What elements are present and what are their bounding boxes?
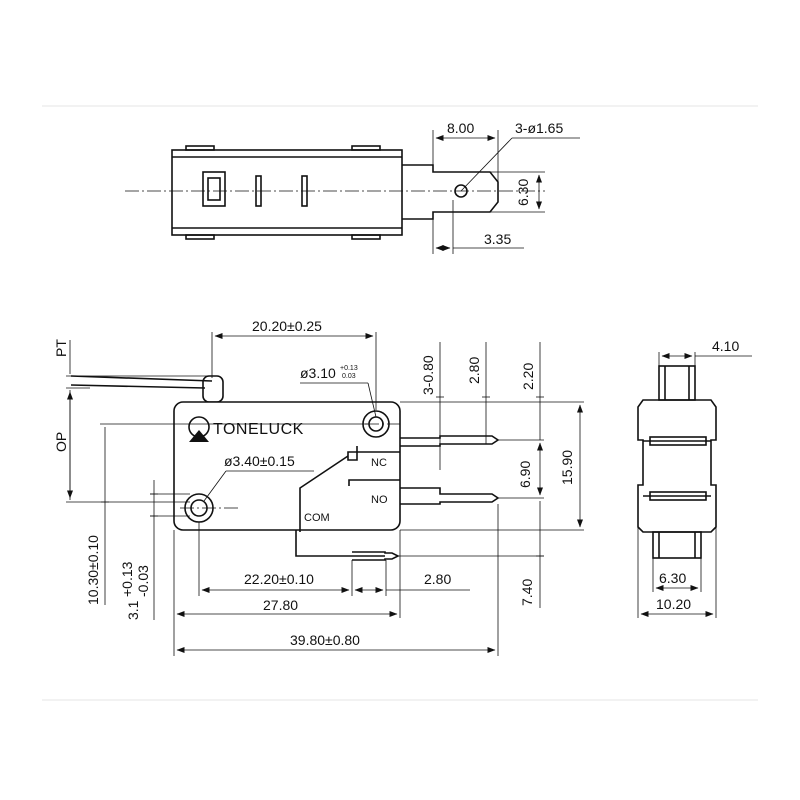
nc-terminal (400, 435, 500, 447)
top-view-slot (255, 175, 262, 207)
dim-top-height: 6.30 (515, 179, 531, 206)
dim-body-length: 27.80 (263, 597, 298, 613)
com-terminal-wire (295, 530, 385, 557)
brand-label: TONELUCK (213, 421, 304, 438)
dim-side-body-width: 10.20 (656, 596, 691, 612)
top-view-body (171, 149, 403, 236)
dim-hole-spacing: 22.20±0.10 (244, 571, 314, 587)
actuator-lever (70, 375, 213, 382)
plunger (202, 375, 224, 403)
com-spring (299, 455, 349, 532)
top-view-window (202, 171, 226, 207)
com-label: COM (304, 512, 330, 524)
dim-top-gap: 2.20 (520, 363, 536, 390)
dim-side-com-width: 6.30 (659, 570, 686, 586)
actuator-lever (70, 384, 206, 389)
dim-nc-offset: 3-0.80 (420, 355, 436, 395)
dim-top-holes: 3-ø1.65 (515, 120, 563, 136)
dim-plunger-width: 4.10 (712, 338, 739, 354)
front-view: TONELUCK NC NO COM 20.20±0.25 ø3.10 +0.1… (53, 318, 584, 656)
dim-terminal-pitch: 6.90 (517, 461, 533, 488)
dim-lower-hole: ø3.40±0.15 (224, 453, 295, 469)
switch-body (173, 401, 401, 531)
dim-nc-pitch: 2.80 (466, 357, 482, 384)
dim-hole-height: 10.30±0.10 (85, 535, 101, 605)
dim-hole-offset-tol-plus: +0.13 (119, 561, 135, 597)
side-view: 4.10 6.30 10.20 (637, 338, 752, 618)
dim-upper-hole: ø3.10 (300, 365, 336, 381)
nc-label: NC (371, 457, 387, 469)
dim-upper-hole-tol-minus: 0.03 (342, 373, 356, 380)
top-view: 8.00 3-ø1.65 6.30 3.35 (125, 120, 580, 254)
side-view-body (637, 399, 717, 533)
pt-label: PT (53, 339, 69, 357)
dim-hole-offset-tol-minus: -0.03 (135, 565, 151, 597)
no-label: NO (371, 494, 388, 506)
dim-pivot-spacing: 20.20±0.25 (252, 318, 322, 334)
dim-com-pitch: 2.80 (424, 571, 451, 587)
dim-top-tab: 3.35 (484, 231, 511, 247)
top-view-slot (301, 175, 308, 207)
dim-overall-height: 15.90 (559, 450, 575, 485)
top-view-terminal-hole (454, 184, 468, 198)
dim-upper-hole-tol-plus: +0.13 (340, 365, 358, 372)
dim-com-height: 7.40 (519, 579, 535, 606)
nc-contact (347, 446, 400, 461)
toneluck-logo-icon (188, 416, 210, 442)
top-view-terminal (402, 164, 499, 220)
no-terminal (400, 487, 500, 505)
op-label: OP (53, 432, 69, 452)
dim-top-width: 8.00 (447, 120, 474, 136)
dim-overall-length: 39.80±0.80 (290, 632, 360, 648)
dim-hole-offset: 3.1 (125, 600, 141, 620)
side-view-com-terminal (652, 531, 702, 559)
no-contact (348, 479, 400, 486)
